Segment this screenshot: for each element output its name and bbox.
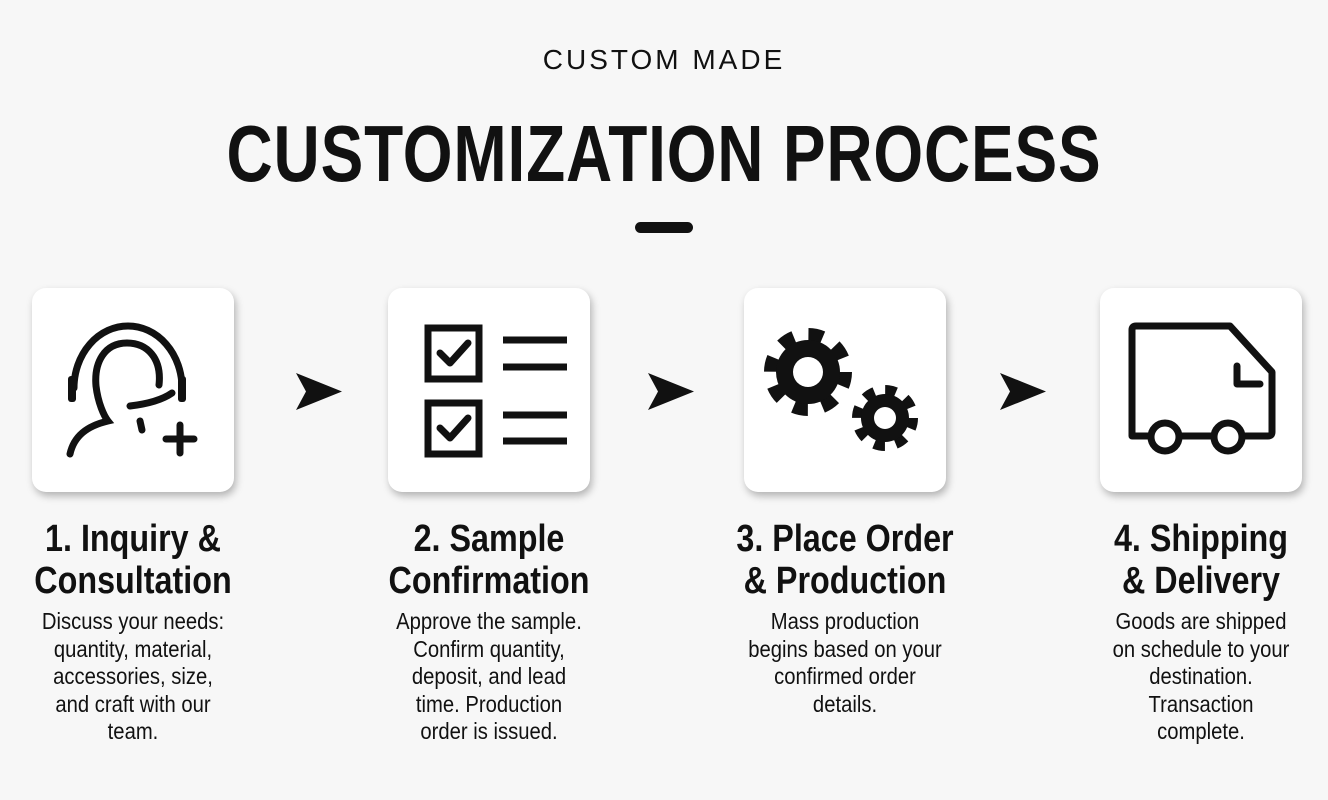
headset-user-plus-icon [66, 322, 198, 458]
title-divider [635, 222, 693, 233]
step-desc-line: and craft with our [55, 690, 211, 717]
step-desc-line: team. [107, 718, 159, 744]
step-desc-line: deposit, and lead [411, 663, 567, 689]
gears-icon [764, 328, 918, 451]
step-desc-line: begins based on your [748, 635, 942, 662]
step-desc-line: accessories, size, [53, 663, 213, 689]
step-desc-line: time. Production [415, 690, 563, 717]
step-desc-line: destination. [1149, 663, 1253, 689]
step-desc-line: Approve the sample. [396, 608, 582, 634]
step-1-text: 1. Inquiry &Consultation Discuss your ne… [0, 518, 283, 746]
arrow-right-icon [1000, 373, 1046, 410]
step-title: 1. Inquiry & [45, 518, 221, 560]
step-title: Consultation [34, 560, 232, 602]
page-title: CUSTOMIZATION PROCESS [226, 109, 1102, 198]
step-desc-line: Discuss your needs: [41, 608, 225, 634]
step-desc-line: quantity, material, [53, 635, 213, 662]
step-desc-line: complete. [1157, 718, 1245, 744]
step-title: & Delivery [1121, 560, 1280, 602]
arrow-right-icon [648, 373, 694, 410]
eyebrow-label: CUSTOM MADE [542, 44, 786, 75]
checklist-icon [424, 324, 567, 458]
step-1-card [32, 288, 234, 492]
step-title: Confirmation [388, 560, 590, 602]
step-title: 2. Sample [413, 518, 565, 560]
step-desc-line: Confirm quantity, [413, 635, 565, 662]
step-3-text: 3. Place Order& Production Mass producti… [695, 518, 995, 718]
step-title: 4. Shipping [1113, 518, 1289, 560]
arrow-right-icon [296, 373, 342, 410]
step-4-card [1100, 288, 1302, 492]
step-desc-line: Goods are shipped [1115, 608, 1287, 634]
step-desc-line: details. [812, 690, 878, 717]
truck-icon [1128, 322, 1276, 455]
step-desc-line: order is issued. [420, 718, 558, 744]
step-2-card [388, 288, 590, 492]
step-desc-line: confirmed order [774, 663, 916, 689]
step-title: & Production [743, 560, 947, 602]
step-3-card [744, 288, 946, 492]
step-title: 3. Place Order [736, 518, 954, 560]
step-desc-line: Transaction [1148, 690, 1254, 717]
step-desc-line: on schedule to your [1112, 635, 1290, 662]
step-desc-line: Mass production [770, 608, 920, 634]
